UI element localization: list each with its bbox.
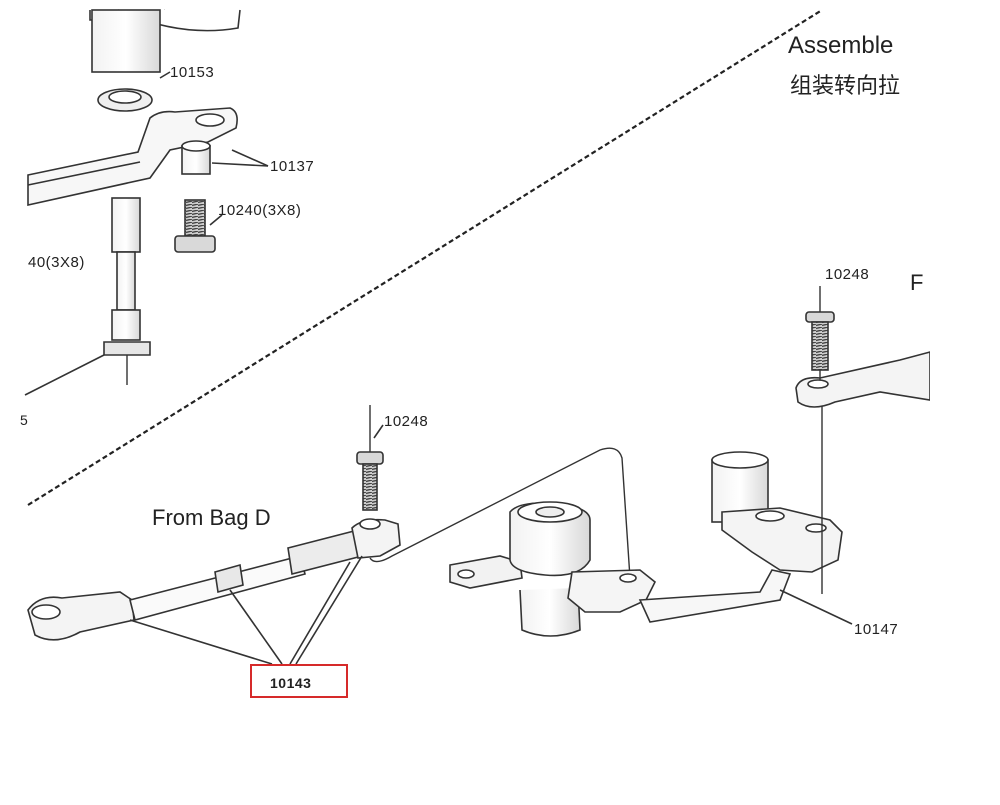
link-sleeve	[287, 529, 363, 575]
link-nut-left	[214, 563, 244, 594]
drag-link-arm	[638, 569, 792, 623]
kingpin-shaft	[116, 251, 136, 311]
screw-10248-head-left	[356, 451, 384, 465]
section-divider-line	[27, 9, 823, 506]
bag-note: From Bag D	[152, 505, 271, 530]
edge-mark-5: 5	[20, 412, 28, 428]
screw-10248-thread-right	[811, 321, 829, 371]
screw-10240-head	[174, 235, 216, 253]
edge-mark-f: F	[910, 270, 924, 295]
part-label-10143: 10143	[270, 675, 312, 691]
screw-10248-thread-left	[362, 463, 378, 511]
upper-post-part	[91, 9, 161, 73]
kingpin-upper	[111, 197, 141, 253]
part-label-10248-left: 10248	[384, 413, 429, 430]
screw-10248-head-right	[805, 311, 835, 323]
kingpin-nut	[103, 341, 151, 356]
part-label-10153: 10153	[170, 64, 215, 81]
part-label-10137: 10137	[270, 158, 315, 175]
highlight-box-10143	[250, 664, 348, 698]
part-label-10248-right: 10248	[825, 266, 870, 283]
top-left-assembly	[24, 9, 269, 396]
guide-line	[369, 447, 631, 579]
bellcrank-assembly	[449, 286, 931, 637]
screw-10240-thread	[184, 199, 206, 237]
steering-arm-part	[27, 107, 238, 206]
page-title: Assemble	[788, 32, 894, 59]
page-subtitle: 组装转向拉	[790, 73, 901, 98]
steering-link-assembly	[27, 405, 631, 665]
part-label-10240-cut: 40(3X8)	[28, 254, 85, 271]
part-label-10240: 10240(3X8)	[218, 202, 302, 219]
bushing-part	[181, 145, 211, 175]
part-label-10147: 10147	[854, 621, 899, 638]
